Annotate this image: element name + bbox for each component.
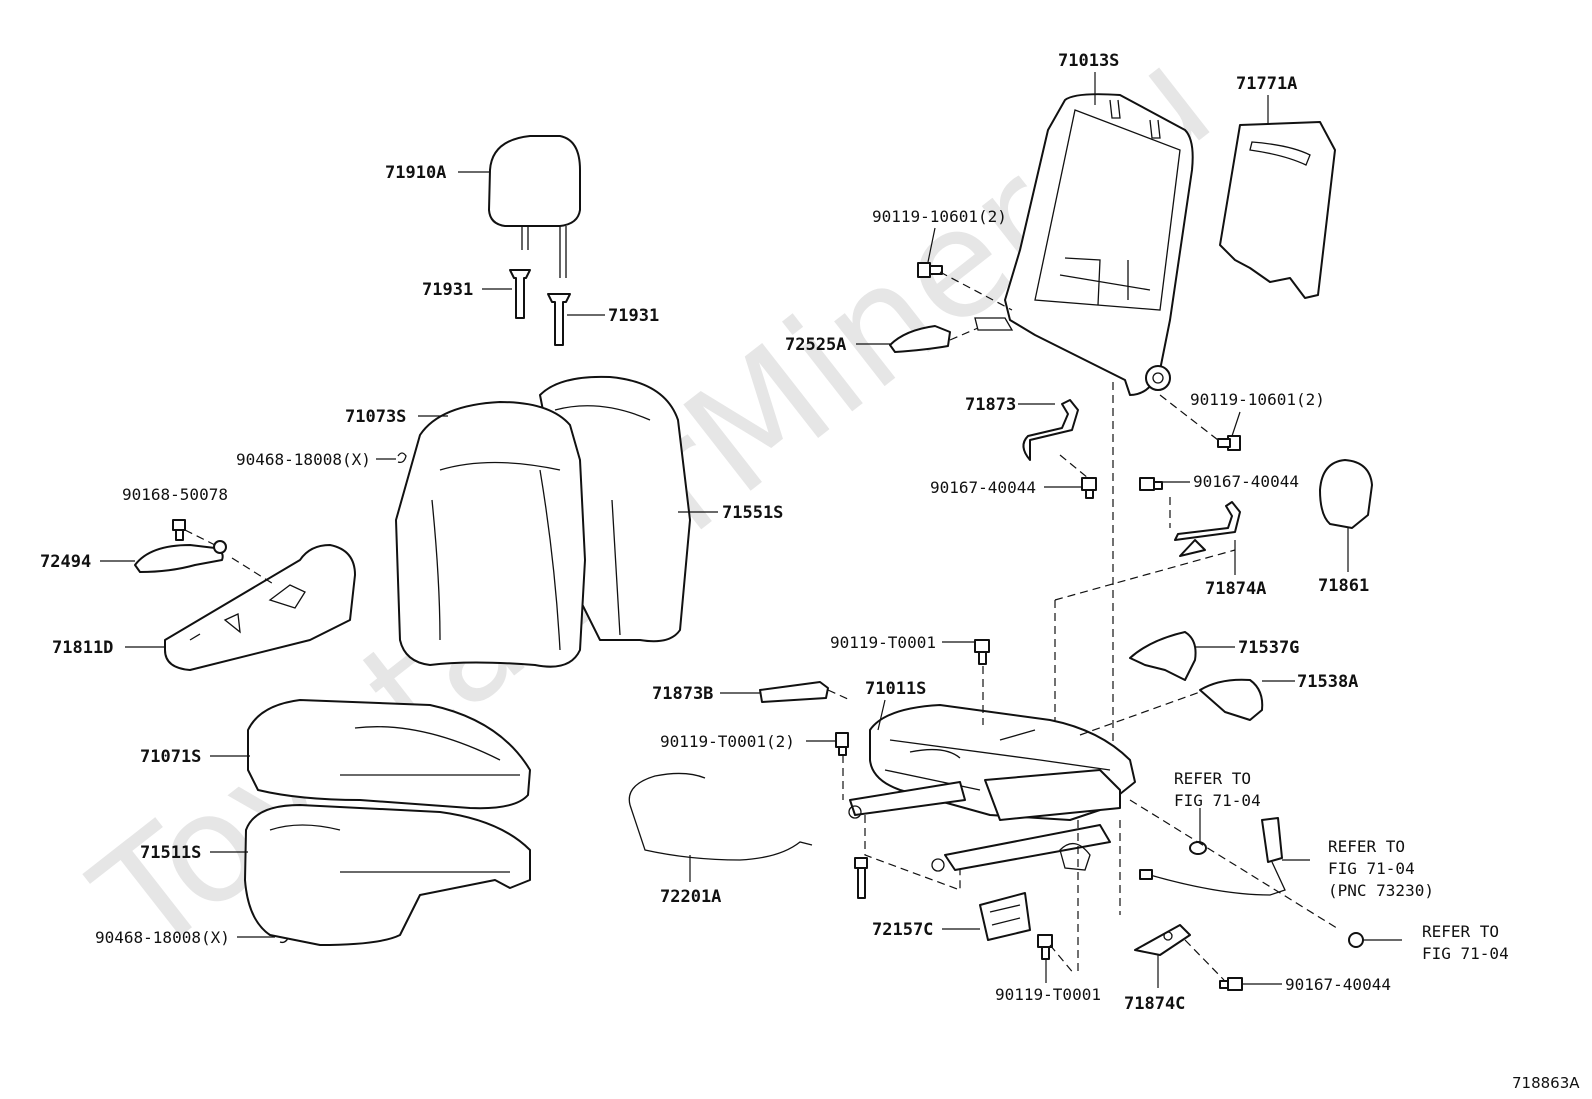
recliner-knob-71861[interactable] (1319, 459, 1373, 529)
recliner-handle-part[interactable] (134, 540, 227, 573)
bolt-90119-t0001-bottom[interactable] (1037, 934, 1053, 960)
label-71910a: 71910A (385, 163, 446, 183)
label-refer-1-line1: REFER TO (1174, 769, 1251, 788)
label-71537g: 71537G (1238, 638, 1299, 658)
label-71874a: 71874A (1205, 579, 1266, 599)
label-71874c: 71874C (1124, 994, 1185, 1014)
cover-71538a[interactable] (1199, 678, 1264, 721)
seat-back-board[interactable] (1219, 121, 1336, 299)
bracket-71874a[interactable] (1174, 501, 1241, 557)
seat-cushion-cover[interactable] (247, 699, 531, 810)
label-90119-t0001-2: 90119-T0001(2) (660, 732, 795, 751)
label-71011s: 71011S (865, 679, 926, 699)
screw-90168[interactable] (172, 519, 186, 541)
label-71931-right: 71931 (608, 306, 659, 326)
hog-ring-top[interactable] (397, 452, 407, 464)
label-refer-2-line3: (PNC 73230) (1328, 881, 1434, 900)
label-71538a: 71538A (1297, 672, 1358, 692)
bracket-71873[interactable] (1022, 399, 1079, 461)
headrest-guide-left[interactable] (509, 269, 531, 319)
recliner-cover-72525a[interactable] (889, 325, 951, 353)
label-90167-40044-bottom: 90167-40044 (1285, 975, 1391, 994)
seat-cushion-pad[interactable] (244, 804, 531, 946)
label-refer-3-line2: FIG 71-04 (1422, 944, 1509, 963)
label-90167-40044-right: 90167-40044 (1193, 472, 1299, 491)
pin-lower[interactable] (854, 857, 868, 899)
label-refer-1-line2: FIG 71-04 (1174, 791, 1261, 810)
label-90119-10601-upper: 90119-10601(2) (872, 207, 1007, 226)
bracket-71873b[interactable] (759, 681, 829, 703)
label-71861: 71861 (1318, 576, 1369, 596)
headrest-guide-right[interactable] (547, 293, 571, 346)
bolt-90167-40044-bottom[interactable] (1219, 977, 1243, 991)
cover-72157c[interactable] (979, 892, 1031, 941)
label-72157c: 72157C (872, 920, 933, 940)
label-90167-40044-left: 90167-40044 (930, 478, 1036, 497)
label-90119-10601-lower: 90119-10601(2) (1190, 390, 1325, 409)
bolt-90119-t0001-2[interactable] (835, 732, 849, 756)
label-71071s: 71071S (140, 747, 201, 767)
label-71013s: 71013S (1058, 51, 1119, 71)
label-71931-left: 71931 (422, 280, 473, 300)
seat-cushion-frame[interactable] (848, 704, 1136, 872)
figure-id: 718863A (1512, 1074, 1580, 1092)
bolt-90119-10601-lower[interactable] (1217, 435, 1241, 451)
label-71511s: 71511S (140, 843, 201, 863)
nut-ref[interactable] (1348, 932, 1364, 948)
wire-harness-72201a[interactable] (628, 772, 813, 861)
seat-back-cover[interactable] (395, 401, 586, 668)
bolt-90119-t0001-top[interactable] (974, 639, 990, 665)
label-refer-2-line2: FIG 71-04 (1328, 859, 1415, 878)
label-71873b: 71873B (652, 684, 713, 704)
buckle-assembly[interactable] (1139, 817, 1286, 896)
bolt-90167-40044-right[interactable] (1139, 477, 1163, 491)
label-72201a: 72201A (660, 887, 721, 907)
bolt-90119-10601-upper[interactable] (917, 262, 943, 278)
label-90468-18008-bottom: 90468-18008(X) (95, 928, 230, 947)
label-72525a: 72525A (785, 335, 846, 355)
label-71811d: 71811D (52, 638, 113, 658)
seat-back-frame[interactable] (1004, 93, 1194, 396)
cover-71537g[interactable] (1129, 631, 1197, 681)
bracket-71874c[interactable] (1134, 924, 1191, 956)
label-71073s: 71073S (345, 407, 406, 427)
side-shield-part[interactable] (164, 544, 356, 671)
label-71873: 71873 (965, 395, 1016, 415)
label-90168-50078: 90168-50078 (122, 485, 228, 504)
bolt-90167-40044-left[interactable] (1081, 477, 1097, 499)
label-refer-2-line1: REFER TO (1328, 837, 1405, 856)
grommet-ref[interactable] (1189, 841, 1207, 855)
headrest-part[interactable] (488, 135, 581, 278)
label-90119-t0001-top: 90119-T0001 (830, 633, 936, 652)
label-90119-t0001-bottom: 90119-T0001 (995, 985, 1101, 1004)
label-71551s: 71551S (722, 503, 783, 523)
label-refer-3-line1: REFER TO (1422, 922, 1499, 941)
label-90468-18008-top: 90468-18008(X) (236, 450, 371, 469)
label-72494: 72494 (40, 552, 91, 572)
label-71771a: 71771A (1236, 74, 1297, 94)
